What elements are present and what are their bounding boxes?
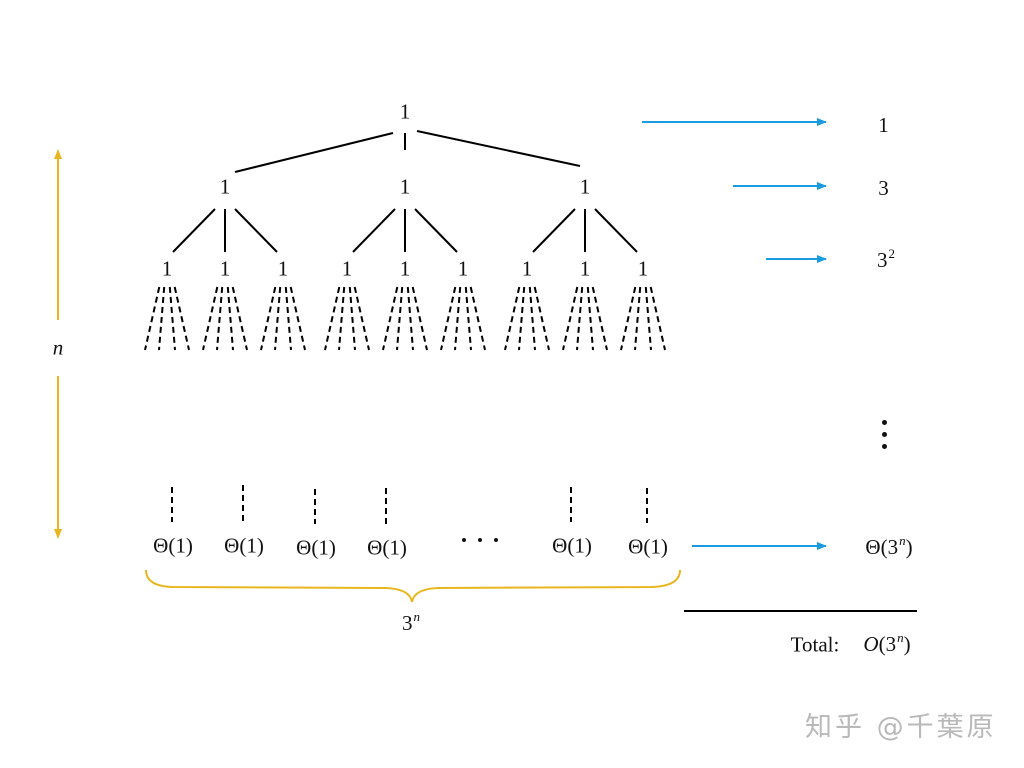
dashed-subtree-edge — [324, 286, 341, 351]
dashed-subtree-edge — [406, 286, 414, 351]
dashed-subtree-edge — [504, 286, 521, 351]
dashed-subtree-edge — [144, 286, 161, 351]
edge-left-c — [234, 208, 278, 253]
dashed-subtree-edge — [562, 286, 579, 351]
dashed-subtree-edge — [284, 286, 292, 351]
level2-node-label: 1 — [637, 256, 649, 281]
dashed-subtree-edge — [289, 286, 306, 351]
level2-node-label: 1 — [521, 256, 533, 281]
level1-node-label: 1 — [219, 174, 231, 199]
dashed-subtree-edge — [158, 286, 166, 351]
root-node-label: 1 — [399, 99, 411, 124]
dashed-subtree-edge — [469, 286, 486, 351]
level2-node-label: 1 — [277, 256, 289, 281]
edge-right-c — [594, 208, 638, 253]
tree-height-label: n — [52, 335, 64, 360]
level1-cost: 3 — [878, 176, 889, 200]
level2-node-label: 1 — [399, 256, 411, 281]
dashed-subtree-edge — [226, 286, 234, 351]
dashed-subtree-edge — [644, 286, 652, 351]
root-edges — [234, 130, 581, 173]
dashed-subtree-edge — [454, 286, 462, 351]
level-sum-arrows — [642, 118, 827, 550]
dashed-subtree-edge — [634, 286, 642, 351]
dashed-subtree-fans — [144, 286, 666, 351]
dashed-subtree-edge — [533, 286, 550, 351]
leaf-label: Θ(1) — [628, 534, 668, 559]
dashed-subtree-edge — [168, 286, 176, 351]
edge-root-right — [416, 130, 581, 167]
dashed-subtree-edge — [518, 286, 526, 351]
level0-cost: 1 — [878, 113, 889, 137]
leaf-label: Θ(1) — [552, 533, 592, 558]
edge-right-a — [532, 208, 576, 253]
dashed-subtree-edge — [173, 286, 190, 351]
leaf-brace — [145, 569, 681, 603]
dashed-subtree-edge — [411, 286, 428, 351]
leaf-level-cost: Θ(3n) — [865, 533, 913, 559]
leaf-label: Θ(1) — [224, 533, 264, 558]
edge-mid-a — [352, 208, 396, 253]
level2-node-label: 1 — [457, 256, 469, 281]
dashed-subtree-edge — [620, 286, 637, 351]
level2-node-label: 1 — [161, 256, 173, 281]
leaf-label: Θ(1) — [296, 535, 336, 560]
dashed-subtree-edge — [396, 286, 404, 351]
edge-mid-c — [414, 208, 458, 253]
leaf-label: Θ(1) — [153, 533, 193, 558]
dashed-subtree-edge — [586, 286, 594, 351]
dashed-subtree-edge — [649, 286, 666, 351]
dashed-subtree-edge — [576, 286, 584, 351]
level2-node-label: 1 — [219, 256, 231, 281]
dashed-subtree-edge — [216, 286, 224, 351]
edge-root-left — [234, 132, 394, 173]
horizontal-ellipsis — [462, 538, 498, 542]
dashed-subtree-edge — [591, 286, 608, 351]
leaf-count-label: 3n — [402, 609, 420, 635]
total-value: O(3n) — [863, 630, 911, 656]
vertical-ellipsis — [877, 420, 891, 456]
dashed-subtree-edge — [528, 286, 536, 351]
level2-node-label: 1 — [579, 256, 591, 281]
level2-cost: 32 — [877, 246, 895, 272]
level2-node-label: 1 — [341, 256, 353, 281]
leaf-stubs — [171, 485, 648, 524]
dashed-subtree-edge — [202, 286, 219, 351]
level1-edges — [172, 208, 638, 253]
dashed-subtree-edge — [353, 286, 370, 351]
dashed-subtree-edge — [440, 286, 457, 351]
leaf-label: Θ(1) — [367, 535, 407, 560]
dashed-subtree-edge — [231, 286, 248, 351]
watermark: 知乎 @千葉原 — [805, 712, 997, 743]
dashed-subtree-edge — [464, 286, 472, 351]
level1-node-label: 1 — [399, 174, 411, 199]
edge-left-a — [172, 208, 216, 253]
dashed-subtree-edge — [338, 286, 346, 351]
dashed-subtree-edge — [260, 286, 277, 351]
level1-node-label: 1 — [579, 174, 591, 199]
dashed-subtree-edge — [348, 286, 356, 351]
total-label: Total: — [790, 632, 840, 657]
dashed-subtree-edge — [382, 286, 399, 351]
dashed-subtree-edge — [274, 286, 282, 351]
